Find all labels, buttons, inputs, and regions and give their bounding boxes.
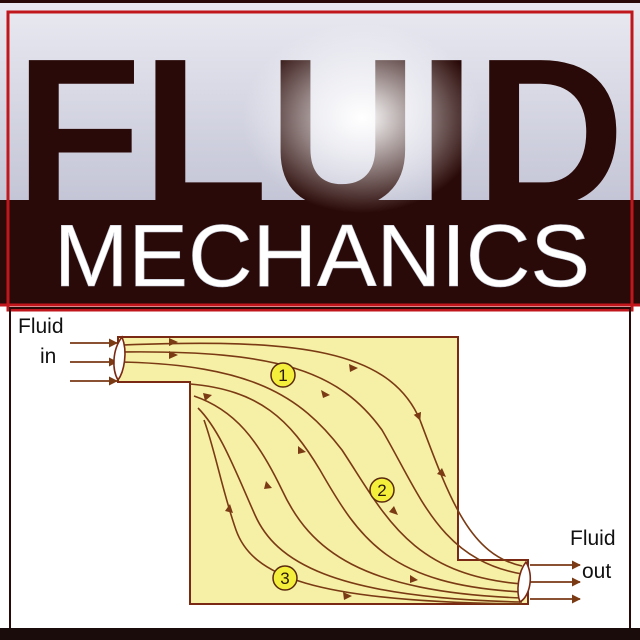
marker-1: 1 xyxy=(270,362,296,388)
outlet-drop-marker xyxy=(517,560,532,604)
duct xyxy=(117,336,529,605)
outlet-label-line2: out xyxy=(582,560,611,583)
top-edge xyxy=(0,0,640,3)
streamlines xyxy=(121,342,523,605)
lens-flare xyxy=(242,23,482,213)
title-mechanics: MECHANICS xyxy=(54,206,590,305)
header-dark-band xyxy=(0,200,640,305)
marker-2: 2 xyxy=(369,477,395,503)
svg-text:1: 1 xyxy=(278,366,287,385)
marker-3: 3 xyxy=(272,565,298,591)
svg-text:3: 3 xyxy=(280,569,289,588)
inlet-drop-marker xyxy=(113,335,126,382)
header-frame xyxy=(6,10,634,312)
bottom-band xyxy=(0,628,640,640)
outlet-arrows xyxy=(530,560,581,604)
outlet-label-line1: Fluid xyxy=(570,527,616,550)
inlet-label-line2: in xyxy=(40,345,56,368)
flow-direction-arrows xyxy=(169,338,446,600)
inlet-label-line1: Fluid xyxy=(18,315,64,338)
inlet-arrows xyxy=(70,338,118,386)
svg-text:2: 2 xyxy=(377,481,386,500)
